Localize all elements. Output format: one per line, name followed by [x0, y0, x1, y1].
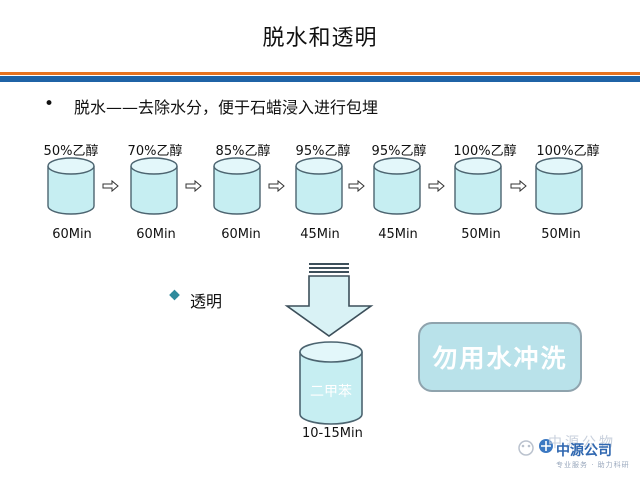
watermark-faded-text: 中源公物: [548, 435, 616, 451]
step-2-reagent: 70%乙醇: [127, 144, 183, 159]
step-4-time: 45Min: [300, 227, 340, 242]
beaker-step-2: [130, 157, 178, 215]
watermark-tagline: 专业服务 · 助力科研: [556, 461, 630, 469]
step-1-reagent: 50%乙醇: [43, 144, 99, 159]
xylene-time: 10-15Min: [302, 426, 363, 441]
right-arrow-icon: [510, 180, 527, 192]
right-arrow-icon: [185, 180, 202, 192]
diamond-bullet-icon: [169, 289, 180, 301]
subheading-transparency: 透明: [190, 292, 223, 311]
header-blue-rule: [0, 76, 640, 82]
step-5-time: 45Min: [378, 227, 418, 242]
watermark-logo-icon: [518, 440, 534, 456]
right-arrow-icon: [348, 180, 365, 192]
slide-title: 脱水和透明: [262, 26, 378, 51]
header-orange-rule: [0, 72, 640, 75]
bullet-icon: •: [44, 94, 55, 114]
bullet-text: 脱水——去除水分，便于石蜡浸入进行包埋: [74, 98, 379, 117]
down-arrow-icon: [284, 263, 374, 337]
step-3-time: 60Min: [221, 227, 261, 242]
xylene-label: 二甲苯: [310, 384, 352, 400]
step-2-time: 60Min: [136, 227, 176, 242]
step-5-reagent: 95%乙醇: [371, 144, 427, 159]
no-water-rinse-callout: 勿用水冲洗: [418, 322, 582, 392]
beaker-step-1: [47, 157, 95, 215]
step-4-reagent: 95%乙醇: [295, 144, 351, 159]
beaker-step-4: [295, 157, 343, 215]
xylene-beaker: [299, 341, 363, 425]
step-6-reagent: 100%乙醇: [453, 144, 517, 159]
step-3-reagent: 85%乙醇: [215, 144, 271, 159]
step-7-reagent: 100%乙醇: [536, 144, 600, 159]
beaker-step-7: [535, 157, 583, 215]
step-1-time: 60Min: [52, 227, 92, 242]
beaker-step-6: [454, 157, 502, 215]
step-7-time: 50Min: [541, 227, 581, 242]
right-arrow-icon: [268, 180, 285, 192]
company-logo-icon: [539, 439, 553, 453]
right-arrow-icon: [102, 180, 119, 192]
step-6-time: 50Min: [461, 227, 501, 242]
beaker-step-5: [373, 157, 421, 215]
right-arrow-icon: [428, 180, 445, 192]
callout-text: 勿用水冲洗: [432, 344, 568, 373]
beaker-step-3: [213, 157, 261, 215]
watermark-company-name: 中源公司: [556, 443, 612, 459]
